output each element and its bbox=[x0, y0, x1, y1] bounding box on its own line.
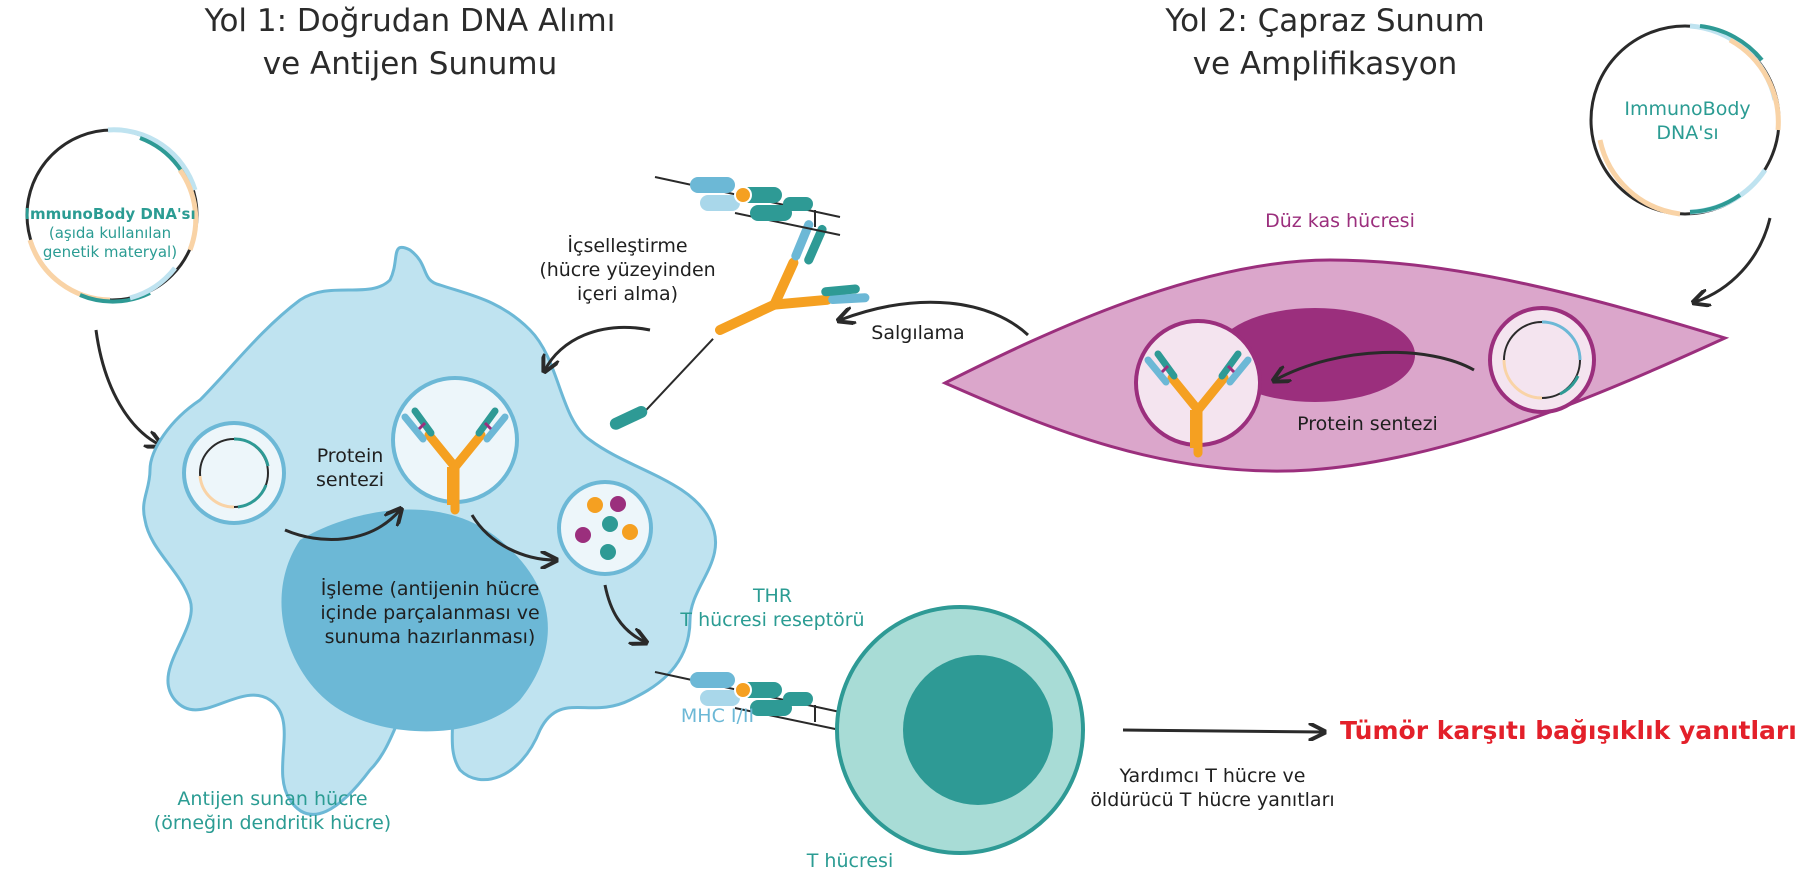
dna-bubble-apc bbox=[182, 421, 286, 525]
protein-synthesis-muscle-label: Protein sentezi bbox=[1297, 413, 1438, 435]
antibody-bubble-apc bbox=[391, 376, 519, 510]
dna-right-label: ImmunoBody DNA'sı bbox=[1624, 98, 1751, 144]
protein-synthesis-apc-label: Protein sentezi bbox=[315, 445, 385, 491]
secreted-antibody bbox=[609, 220, 870, 430]
arrow-muscle-protein-synthesis bbox=[1275, 350, 1475, 380]
t-cell-label: T hücresi bbox=[806, 850, 894, 872]
t-response-label: Yardımcı T hücre ve öldürücü T hücre yan… bbox=[1090, 765, 1335, 811]
nucleus-muscle bbox=[1215, 308, 1415, 402]
peptide-bubble bbox=[557, 480, 653, 576]
arrow-immune-response bbox=[1122, 730, 1323, 732]
arrow-internalization bbox=[545, 325, 651, 370]
title-path-2: Yol 2: Çapraz Sunum ve Amplifikasyon bbox=[1165, 3, 1485, 82]
thr-label: THR T hücresi reseptörü bbox=[680, 585, 865, 631]
t-cell bbox=[835, 605, 1085, 855]
antitumor-label: Tümör karşıtı bağışıklık yanıtları bbox=[1340, 716, 1797, 745]
arrow-antibody-to-processing bbox=[470, 514, 555, 560]
arrow-peptide-to-mhc bbox=[603, 584, 645, 642]
internalization-label: İçselleştirme (hücre yüzeyinden içeri al… bbox=[539, 235, 716, 305]
immunobody-dna-plasmid-left bbox=[25, 127, 199, 445]
smooth-muscle-label: Düz kas hücresi bbox=[1265, 210, 1415, 232]
apc-label: Antijen sunan hücre (örneğin dendritik h… bbox=[153, 788, 392, 834]
dna-left-label: ImmunoBody DNA'sı (aşıda kullanılan gene… bbox=[24, 205, 196, 261]
arrow-secretion bbox=[840, 300, 1030, 337]
title-path-1: Yol 1: Doğrudan DNA Alımı ve Antijen Sun… bbox=[204, 3, 616, 82]
immunobody-dna-plasmid-right bbox=[1589, 23, 1781, 302]
processing-label: İşleme (antijenin hücre içinde parçalanm… bbox=[320, 578, 540, 648]
arrow-plasmid-to-antibody bbox=[284, 510, 400, 541]
mhc-label: MHC I/II bbox=[680, 705, 755, 727]
antibody-bubble-muscle bbox=[1134, 319, 1262, 453]
dna-bubble-muscle bbox=[1488, 306, 1596, 414]
secretion-label: Salgılama bbox=[871, 322, 965, 344]
nucleus-apc bbox=[281, 509, 548, 732]
